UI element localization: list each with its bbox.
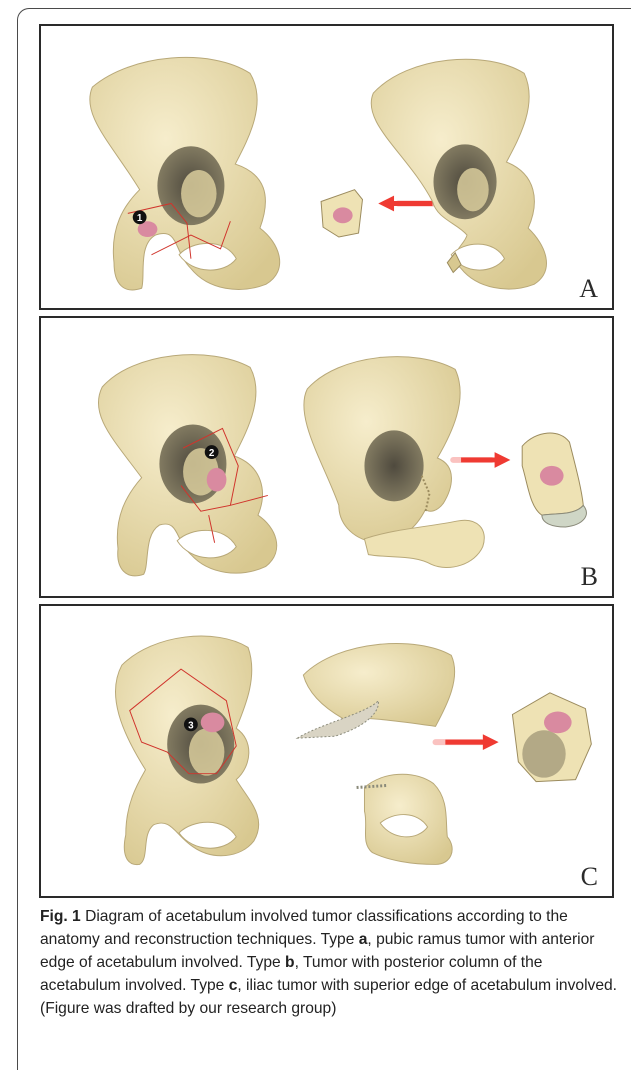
figure-panel-c: 3 C xyxy=(39,604,614,898)
caption-type-b: b xyxy=(285,954,295,971)
arrow-right xyxy=(453,452,510,468)
svg-text:2: 2 xyxy=(209,448,215,459)
pelvis-bone-left xyxy=(98,355,276,576)
pelvis-lower-fragment xyxy=(357,774,453,864)
panel-b-illustration: 2 xyxy=(41,318,612,596)
resected-fragment-c xyxy=(512,693,591,782)
resected-fragment-b xyxy=(522,433,586,527)
figure-panel-a: 1 A xyxy=(39,24,614,310)
panel-label-a: A xyxy=(579,276,598,302)
pelvis-bone-right xyxy=(371,59,546,289)
panel-a-illustration: 1 xyxy=(41,26,612,308)
panel-c-illustration: 3 xyxy=(41,606,612,896)
panel-label-b: B xyxy=(581,564,598,590)
figure-panel-b: 2 B xyxy=(39,316,614,598)
figure-label: Fig. 1 xyxy=(40,908,81,925)
marker-1: 1 xyxy=(133,210,147,224)
marker-2: 2 xyxy=(205,445,219,459)
marker-3: 3 xyxy=(184,717,198,731)
pelvis-bone-left xyxy=(90,57,280,290)
svg-text:1: 1 xyxy=(137,213,143,224)
resected-fragment-a xyxy=(321,190,362,237)
svg-text:3: 3 xyxy=(188,720,194,731)
arrow-right xyxy=(435,734,498,750)
pelvis-bone-left xyxy=(115,636,258,865)
panel-label-c: C xyxy=(581,864,598,890)
figure-caption: Fig. 1 Diagram of acetabulum involved tu… xyxy=(40,905,625,1020)
pelvis-upper-fragment xyxy=(297,644,454,739)
